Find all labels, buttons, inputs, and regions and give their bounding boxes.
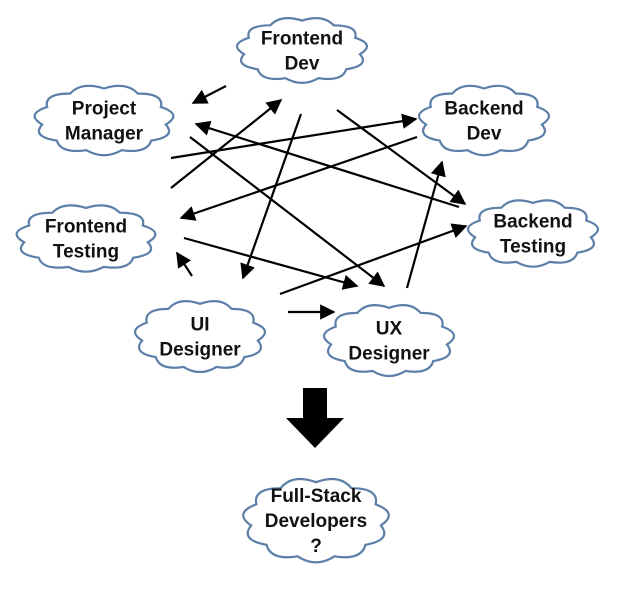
- arrow-frontend-dev-to-backend-testing: [336, 109, 467, 205]
- arrow-project-manager-to-backend-dev: [170, 113, 418, 160]
- nodes-layer: FrontendDevProjectManagerBackendDevFront…: [15, 17, 599, 564]
- node-label-line: Designer: [159, 340, 241, 361]
- arrow-backend-dev-to-frontend-testing: [179, 135, 418, 221]
- node-label-line: ?: [310, 536, 322, 557]
- arrow-frontend-testing-to-frontend-dev: [170, 99, 283, 189]
- node-label-line: Testing: [500, 237, 566, 258]
- node-label-line: Manager: [65, 124, 144, 145]
- cloud-node-ux-designer: UX Designer: [323, 303, 455, 378]
- node-label-line: UI: [191, 315, 210, 336]
- cloud-shape: [242, 477, 390, 564]
- arrow-frontend-dev-to-project-manager: [191, 85, 227, 104]
- cloud-shape: [323, 303, 455, 378]
- node-label-line: UX: [376, 319, 403, 340]
- arrow-frontend-dev-to-ui-designer: [240, 113, 303, 280]
- cloud-node-ui-designer: UI Designer: [134, 299, 266, 374]
- arrow-frontend-testing-to-ux-designer: [183, 236, 359, 290]
- arrow-project-manager-to-ux-designer: [189, 136, 386, 287]
- node-label-line: Frontend: [45, 217, 127, 238]
- node-label-line: Frontend: [261, 29, 343, 50]
- transition-arrow-layer: [286, 388, 344, 448]
- arrow-ux-designer-to-backend-dev: [405, 160, 446, 289]
- node-label-line: Full-Stack: [271, 486, 362, 507]
- cloud-shape: [467, 199, 599, 268]
- edges-layer: [170, 85, 468, 320]
- node-label-line: Testing: [53, 242, 119, 263]
- node-label-line: Dev: [467, 124, 502, 145]
- big-down-arrow-icon: [286, 388, 344, 448]
- cloud-shape: [236, 17, 368, 84]
- cloud-shape: [33, 84, 175, 157]
- cloud-shape: [134, 299, 266, 374]
- arrow-ui-designer-to-frontend-testing: [176, 251, 193, 277]
- cloud-shape: [418, 84, 550, 157]
- node-label-line: Project: [72, 99, 137, 120]
- arrow-ui-designer-to-backend-testing: [279, 223, 468, 296]
- node-label-line: Designer: [348, 344, 430, 365]
- node-label-line: Backend: [444, 99, 523, 120]
- node-label-line: Backend: [493, 212, 572, 233]
- arrow-backend-testing-to-project-manager: [194, 120, 460, 209]
- cloud-shape: [15, 204, 157, 273]
- node-label-line: Developers: [265, 511, 367, 532]
- node-label-line: Dev: [285, 54, 320, 75]
